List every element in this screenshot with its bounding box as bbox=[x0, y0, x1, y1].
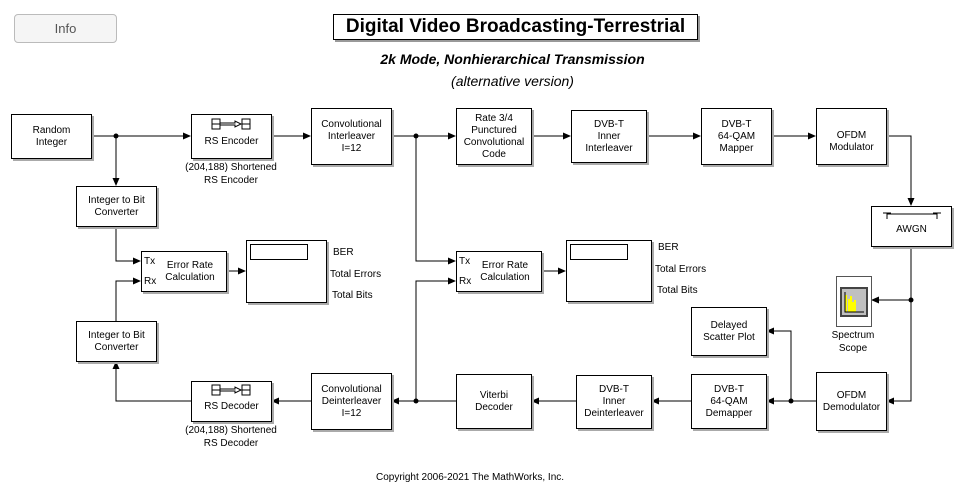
awgn-block[interactable]: AWGN bbox=[871, 206, 952, 247]
error-display-1[interactable] bbox=[246, 240, 327, 303]
ofdm-demodulator-block[interactable]: OFDM Demodulator bbox=[816, 372, 887, 431]
punctured-convolutional-code-block[interactable]: Rate 3/4 Punctured Convolutional Code bbox=[456, 108, 532, 165]
model-title: Digital Video Broadcasting-Terrestrial bbox=[333, 14, 698, 40]
total-bits-label: Total Bits bbox=[657, 285, 698, 296]
qam-mapper-block[interactable]: DVB-T 64-QAM Mapper bbox=[701, 108, 772, 165]
model-subtitle-version: (alternative version) bbox=[451, 73, 574, 89]
random-integer-block[interactable]: Random Integer bbox=[11, 114, 92, 159]
awgn-label: AWGN bbox=[896, 223, 927, 235]
ber-label: BER bbox=[333, 247, 354, 258]
rs-encoder-block[interactable]: RS Encoder bbox=[191, 114, 272, 159]
ofdm-modulator-block[interactable]: OFDM Modulator bbox=[816, 108, 887, 165]
copyright: Copyright 2006-2021 The MathWorks, Inc. bbox=[375, 472, 565, 483]
rs-encoder-caption: (204,188) Shortened RS Encoder bbox=[185, 162, 277, 186]
error-rate-calculation-1[interactable]: Error Rate Calculation bbox=[141, 251, 227, 292]
spectrum-scope-block[interactable] bbox=[836, 276, 872, 327]
integer-to-bit-converter-rx[interactable]: Integer to Bit Converter bbox=[76, 321, 157, 362]
info-button[interactable]: Info bbox=[14, 14, 117, 43]
convolutional-interleaver-block[interactable]: Convolutional Interleaver I=12 bbox=[311, 108, 392, 165]
error-rate-calculation-2[interactable]: Error Rate Calculation bbox=[456, 251, 542, 292]
rx-port-label: Rx bbox=[459, 276, 472, 287]
rs-encoder-label: RS Encoder bbox=[204, 136, 259, 147]
rs-decoder-caption: (204,188) Shortened RS Decoder bbox=[185, 425, 277, 449]
total-errors-label: Total Errors bbox=[330, 269, 382, 280]
display-field bbox=[250, 244, 308, 260]
rx-port-label: Rx bbox=[144, 276, 157, 287]
delayed-scatter-plot-block[interactable]: Delayed Scatter Plot bbox=[691, 307, 767, 356]
inner-deinterleaver-block[interactable]: DVB-T Inner Deinterleaver bbox=[576, 375, 652, 429]
channel-icon bbox=[882, 212, 941, 219]
tx-port-label: Tx bbox=[459, 256, 471, 267]
error-display-2[interactable] bbox=[566, 240, 652, 302]
inner-interleaver-block[interactable]: DVB-T Inner Interleaver bbox=[571, 110, 647, 163]
integer-to-bit-converter-tx[interactable]: Integer to Bit Converter bbox=[76, 186, 157, 227]
tx-port-label: Tx bbox=[144, 256, 156, 267]
model-subtitle: 2k Mode, Nonhierarchical Transmission bbox=[380, 51, 645, 67]
qam-demapper-block[interactable]: DVB-T 64-QAM Demapper bbox=[691, 374, 767, 429]
ber-label: BER bbox=[658, 242, 679, 253]
convolutional-deinterleaver-block[interactable]: Convolutional Deinterleaver I=12 bbox=[311, 373, 392, 430]
rs-decoder-icon bbox=[211, 384, 250, 396]
display-field bbox=[570, 244, 628, 260]
rs-encoder-icon bbox=[211, 118, 250, 130]
rs-decoder-block[interactable]: RS Decoder bbox=[191, 381, 272, 422]
viterbi-decoder-block[interactable]: Viterbi Decoder bbox=[456, 374, 532, 429]
spectrum-scope-icon bbox=[840, 286, 868, 317]
total-bits-label: Total Bits bbox=[332, 290, 373, 301]
spectrum-scope-caption: Spectrum Scope bbox=[831, 330, 875, 354]
rs-decoder-label: RS Decoder bbox=[204, 401, 259, 412]
total-errors-label: Total Errors bbox=[655, 264, 707, 275]
